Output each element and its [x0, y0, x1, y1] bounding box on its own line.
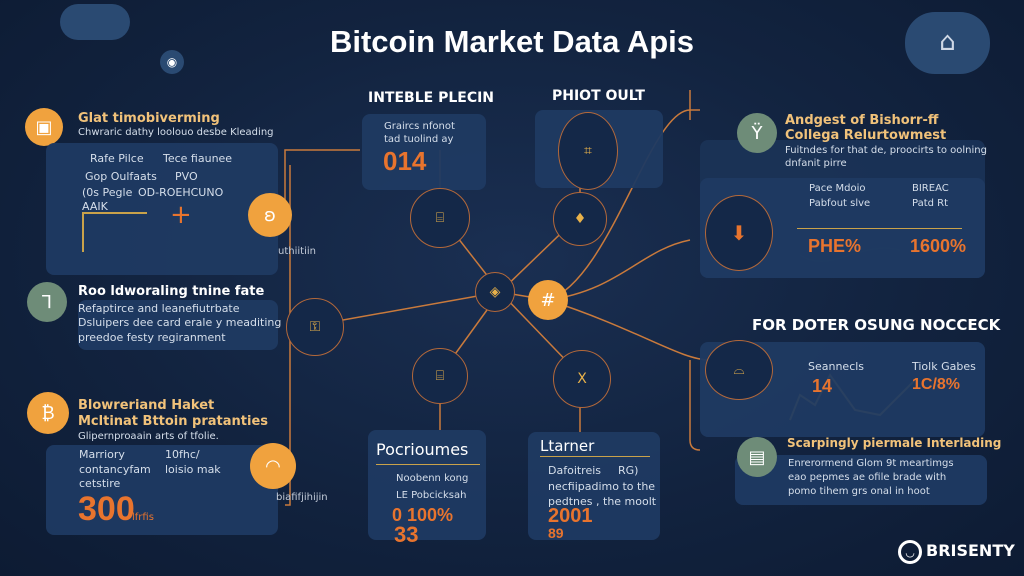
text-line: RG)	[618, 464, 639, 477]
metric-value: 014	[383, 146, 427, 176]
info-panel	[362, 114, 486, 190]
divider	[797, 228, 962, 229]
list-item: PVO	[175, 170, 198, 183]
list-item: cetstire	[79, 477, 121, 490]
section-heading: Collega Relurtowmest	[785, 128, 947, 143]
section-heading: PHIOT OULT	[552, 88, 645, 104]
shield-icon: ▣	[25, 108, 63, 146]
text-line: preedoe festy regiranment	[78, 331, 226, 344]
info-panel	[46, 445, 278, 535]
metric-value: 33	[394, 522, 419, 547]
list-item: LE Pobcicksah	[396, 490, 467, 501]
info-panel	[528, 432, 660, 540]
document-icon: ▤	[737, 437, 777, 477]
api-node[interactable]: X	[553, 350, 611, 408]
text-line: tad tuolind ay	[384, 134, 454, 145]
metric-value: 0 100%	[392, 505, 454, 525]
section-heading: Blowreriand Haket	[78, 398, 215, 413]
section-heading: Roo ldworaling tnine fate	[78, 284, 265, 299]
bridge-node[interactable]: ⌓	[705, 340, 773, 400]
list-item: (0s Pegle	[82, 186, 133, 199]
list-item: Tiolk Gabes	[912, 360, 976, 373]
metric-value: 1600%	[910, 236, 967, 256]
section-heading: Andgest of Bishorr-ff	[785, 113, 939, 128]
metric-value: 2001	[548, 505, 593, 527]
list-item: OD-ROEHCUNO	[138, 186, 224, 199]
hash-icon[interactable]: #	[528, 280, 568, 320]
list-item: 10fhc/	[165, 448, 200, 461]
tooth-icon: ⅂	[27, 282, 67, 322]
cloud-icon: ⌂	[905, 12, 990, 74]
list-item: Gop Oulfaats	[85, 170, 157, 183]
text-line: pedtnes , the moolt	[548, 495, 657, 508]
section-heading: Ltarner	[540, 437, 595, 455]
api-node[interactable]: ⚿	[286, 298, 344, 356]
list-item: AAIK	[82, 200, 108, 213]
text-line: Dafoitreis	[548, 464, 602, 477]
plus-icon: +	[170, 200, 192, 230]
section-heading: INTEBLE PLECIN	[368, 90, 495, 106]
people-icon: Ϋ	[737, 113, 777, 153]
page-title: Bitcoin Market Data Apis	[329, 24, 695, 59]
api-node[interactable]: ⌸	[410, 188, 470, 248]
info-panel	[735, 455, 987, 505]
list-item: Rafe Pilce	[90, 152, 144, 165]
list-item: contancyfam	[79, 463, 151, 476]
swirl-icon: ʚ	[248, 193, 292, 237]
section-subtitle: Glipernproaain arts of tfolie.	[78, 431, 219, 442]
divider	[540, 456, 650, 457]
brand-logo: BRISENTY	[926, 541, 1015, 560]
metric-value: 300	[78, 490, 135, 528]
text-line: Dsluipers dee card erale y meaditing	[78, 316, 282, 329]
info-panel	[78, 300, 278, 350]
list-item: Noobenn kong	[396, 473, 469, 484]
divider	[376, 464, 480, 465]
text-line: Enrerormend Glom 9t meartimgs	[788, 458, 954, 469]
list-item: Patd Rt	[912, 198, 949, 209]
text-line: eao pepmes ae ofile brade with	[788, 472, 947, 483]
list-item: loisio mak	[165, 463, 221, 476]
list-item: Pace Mdoio	[809, 183, 866, 194]
list-item: Pabfout slve	[809, 198, 871, 209]
cloud-badge-icon: ◉	[160, 50, 184, 74]
section-subtitle: Chwraric dathy loolouo desbe Kleading	[78, 127, 274, 138]
list-item: Tece fiaunee	[163, 152, 233, 165]
list-item: Seannecls	[808, 360, 865, 373]
info-panel	[368, 430, 486, 540]
section-subtitle: dnfanit pirre	[785, 158, 847, 169]
metric-value: 89	[548, 525, 564, 541]
text-line: pomo tihem grs onal in hoot	[788, 486, 930, 497]
section-heading: Mcltinat Bttoin pratanties	[78, 414, 268, 429]
info-panel	[46, 143, 278, 275]
node-label: uthiitiin	[278, 246, 316, 257]
api-node[interactable]: ⌸	[412, 348, 468, 404]
hub-node[interactable]: ◈	[475, 272, 515, 312]
metric-value: PHE%	[808, 236, 862, 256]
node-label: biafifjihijin	[276, 492, 328, 503]
api-node[interactable]: ⌗	[558, 112, 618, 190]
text-line: necfiipadimo to the	[548, 480, 656, 493]
bitcoin-glyph-icon: ₿	[27, 392, 69, 434]
text-line: Graircs nfonot	[384, 121, 455, 132]
list-item: Marriory	[79, 448, 125, 461]
section-heading: FOR DOTER OSUNG NOCCECK	[752, 316, 1001, 334]
list-item: BIREAC	[912, 183, 949, 194]
metric-value: 14	[812, 376, 833, 396]
bracket-graphic	[82, 212, 147, 252]
metric-value: 1C/8%	[912, 376, 961, 393]
bowl-icon: ◠	[250, 443, 296, 489]
down-arrow-node[interactable]: ⬇	[705, 195, 773, 271]
section-heading: Scarpingly piermale Interlading	[787, 436, 1002, 450]
section-subtitle: Fuitndes for that de, proocirts to oolni…	[785, 145, 987, 156]
section-heading: Pocrioumes	[376, 440, 469, 459]
metric-unit: lfrfis	[132, 512, 154, 523]
api-node[interactable]: ♦	[553, 192, 607, 246]
section-heading: Glat timobiverming	[78, 111, 220, 126]
logo-icon: ◡	[898, 540, 922, 564]
cloud-icon	[60, 4, 130, 40]
text-line: Refaptirce and leanefiutrbate	[78, 302, 240, 315]
